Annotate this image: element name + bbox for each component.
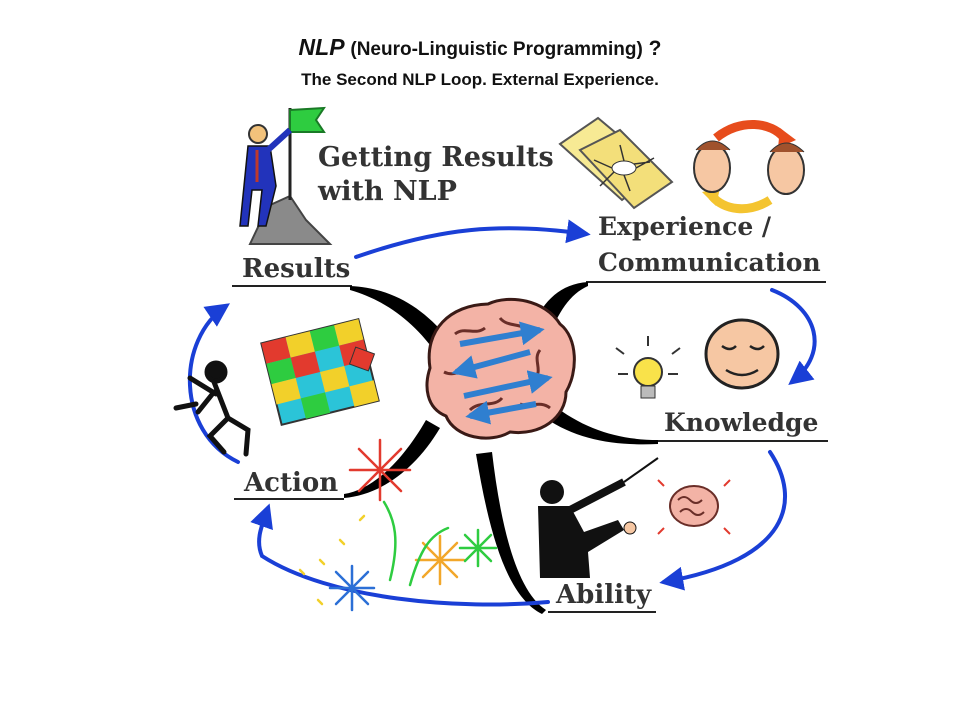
- small-brain-icon: [657, 479, 731, 535]
- banner-title-line2: with NLP: [318, 176, 457, 207]
- puzzle-piece-loose: [348, 346, 376, 372]
- thinking-face-icon: [704, 318, 780, 390]
- brain-icon: [425, 297, 576, 440]
- conductor-icon: [538, 457, 659, 578]
- node-ability: Ability: [556, 580, 652, 610]
- climber-flag-icon: [239, 106, 333, 245]
- node-knowledge: Knowledge: [664, 408, 819, 437]
- node-experience-line2: Communication: [598, 248, 821, 277]
- fireworks-icon: [298, 438, 498, 612]
- communication-faces-icon: [693, 120, 805, 214]
- node-action: Action: [244, 468, 339, 498]
- title-question-mark: ?: [648, 37, 662, 60]
- node-results: Results: [242, 254, 351, 284]
- node-experience-line1: Experience /: [598, 212, 772, 241]
- slide-title: NLP (Neuro-Linguistic Programming) ?: [0, 34, 960, 61]
- mindmap-sketch-icon: [558, 116, 674, 210]
- light-bulb-icon: [615, 336, 681, 399]
- label-underlines: [232, 281, 828, 613]
- puzzle-icon: [260, 317, 380, 427]
- stick-figure-icon: [173, 360, 251, 457]
- banner-title-line1: Getting Results: [318, 142, 554, 173]
- title-nlp: NLP: [298, 34, 345, 60]
- slide-subtitle: The Second NLP Loop. External Experience…: [301, 70, 659, 89]
- title-expansion: (Neuro-Linguistic Programming): [350, 39, 643, 60]
